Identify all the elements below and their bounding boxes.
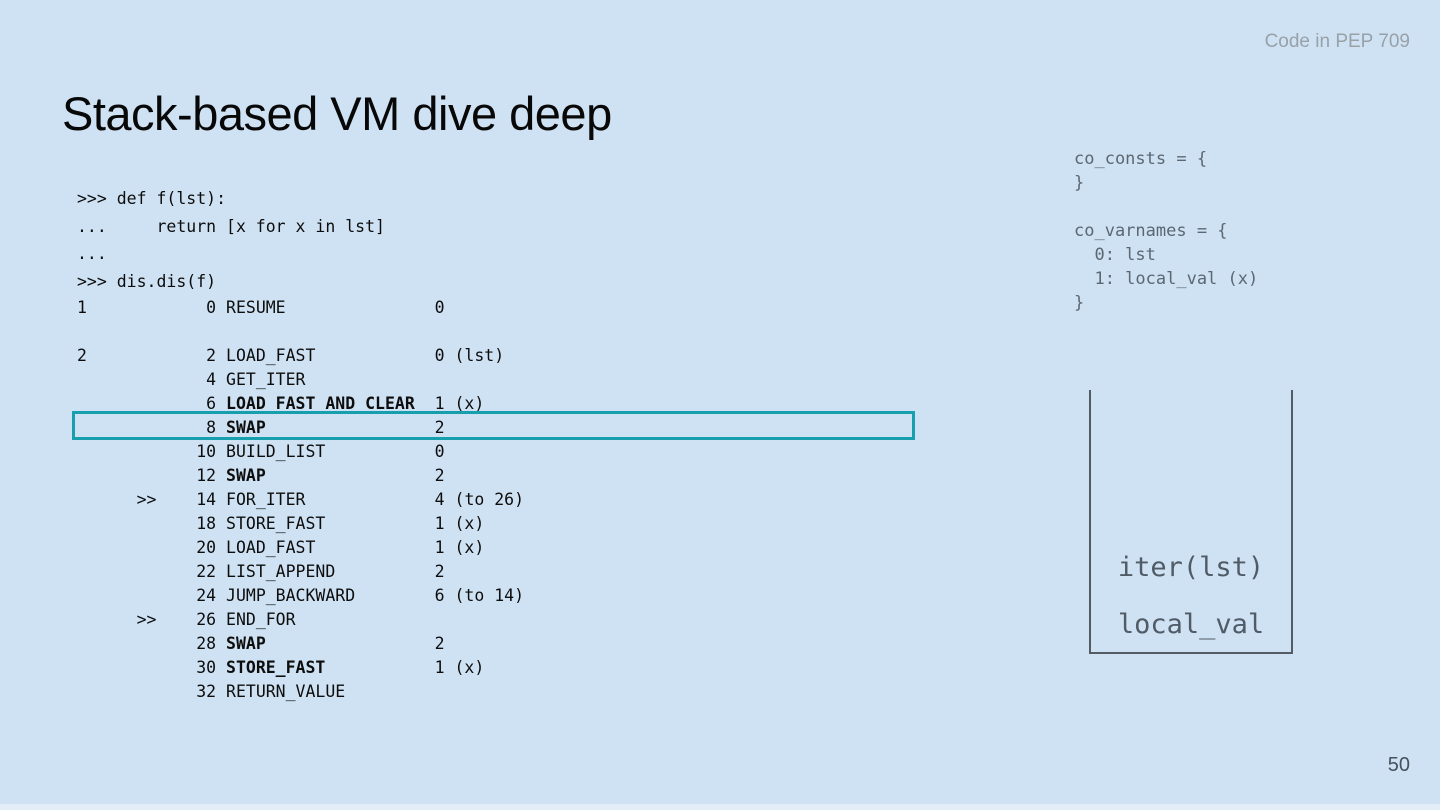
dis-line: >> 26 END_FOR (77, 610, 296, 629)
repl-line: >>> dis.dis(f) (77, 271, 217, 291)
opcode-name: SWAP (226, 634, 266, 653)
dis-line: >> 14 FOR_ITER 4 (to 26) (77, 490, 525, 509)
dis-line (77, 320, 524, 344)
panel-line: } (1074, 173, 1085, 193)
opcode-name: SWAP (226, 418, 266, 437)
panel-line: 0: lst (1074, 245, 1156, 265)
swap-instruction-highlight-box (72, 411, 915, 440)
dis-line: 1 0 RESUME 0 (77, 298, 445, 317)
dis-line: 22 LIST_APPEND 2 (77, 562, 445, 581)
panel-line (1074, 195, 1258, 219)
opcode-name: JUMP_BACKWARD (226, 586, 356, 605)
panel-line: co_varnames = { (1074, 221, 1228, 241)
dis-line: 2 2 LOAD_FAST 0 (lst) (77, 346, 505, 365)
dis-line: 10 BUILD_LIST 0 (77, 442, 445, 461)
opcode-name: STORE_FAST (226, 514, 326, 533)
dis-line: 32 RETURN_VALUE (77, 682, 346, 701)
opcode-name: LOAD_FAST (226, 346, 316, 365)
code-object-panel: co_consts = {} co_varnames = { 0: lst 1:… (1074, 147, 1258, 315)
repl-line: ... return [x for x in lst] (77, 216, 385, 236)
opcode-name: RESUME (226, 298, 286, 317)
stack-item-iter: iter(lst) (1117, 552, 1265, 583)
panel-line: co_consts = { (1074, 149, 1208, 169)
opcode-name: RETURN_VALUE (226, 682, 346, 701)
disassembly-block: 1 0 RESUME 0 2 2 LOAD_FAST 0 (lst) 4 GET… (77, 296, 524, 704)
dis-line: 8 SWAP 2 (77, 418, 445, 437)
slide-title: Stack-based VM dive deep (62, 87, 612, 140)
stack-item-local-val: local_val (1117, 609, 1265, 640)
opcode-name: LOAD_FAST_AND_CLEAR (226, 394, 415, 413)
opcode-name: STORE_FAST (226, 658, 326, 677)
opcode-name: GET_ITER (226, 370, 306, 389)
repl-code-block: >>> def f(lst): ... return [x for x in ls… (77, 185, 385, 295)
opcode-name: LIST_APPEND (226, 562, 336, 581)
dis-line: 18 STORE_FAST 1 (x) (77, 514, 485, 533)
repl-line: ... (77, 244, 107, 263)
panel-line: 1: local_val (x) (1074, 269, 1259, 289)
dis-line: 6 LOAD_FAST_AND_CLEAR 1 (x) (77, 394, 485, 413)
dis-line: 20 LOAD_FAST 1 (x) (77, 538, 485, 557)
opcode-name: END_FOR (226, 610, 296, 629)
opcode-name: SWAP (226, 466, 266, 485)
opcode-name: FOR_ITER (226, 490, 306, 509)
dis-line: 30 STORE_FAST 1 (x) (77, 658, 485, 677)
deck-section-label: Code in PEP 709 (1264, 31, 1410, 52)
opcode-name: BUILD_LIST (226, 442, 326, 461)
repl-line: >>> def f(lst): (77, 189, 227, 208)
dis-line: 12 SWAP 2 (77, 466, 445, 485)
dis-line: 28 SWAP 2 (77, 634, 445, 653)
slide-bottom-edge (0, 804, 1440, 810)
dis-line: 24 JUMP_BACKWARD 6 (to 14) (77, 586, 525, 605)
page-number: 50 (1387, 754, 1410, 776)
panel-line: } (1074, 293, 1085, 313)
opcode-name: LOAD_FAST (226, 538, 316, 557)
value-stack-box: iter(lst) local_val (1089, 390, 1293, 654)
dis-line: 4 GET_ITER (77, 370, 306, 389)
